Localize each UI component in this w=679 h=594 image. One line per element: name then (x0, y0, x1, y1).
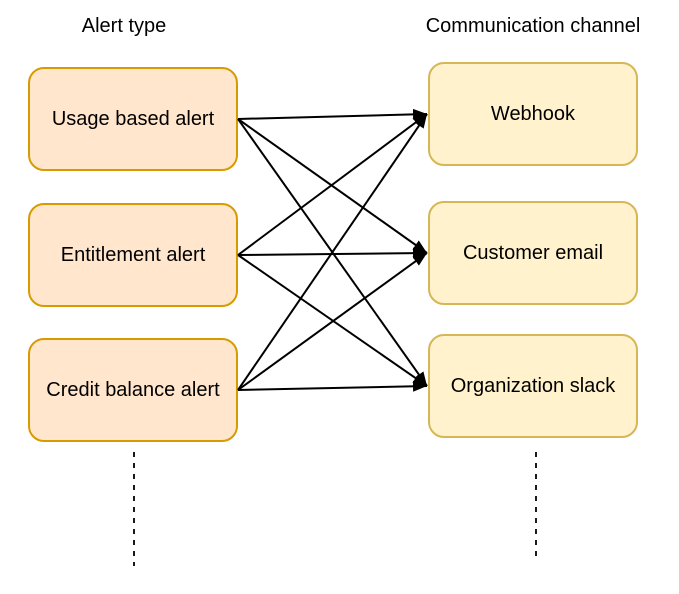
node-label: Credit balance alert (46, 378, 220, 401)
column-header-alert-type: Alert type (81, 15, 167, 37)
node-label: Usage based alert (51, 107, 215, 130)
node-organization-slack: Organization slack (428, 334, 638, 438)
node-label: Entitlement alert (60, 243, 206, 266)
node-customer-email: Customer email (428, 201, 638, 305)
node-webhook: Webhook (428, 62, 638, 166)
edge-arrow (237, 252, 428, 391)
edge-arrow (237, 108, 428, 120)
node-label: Webhook (490, 102, 576, 125)
edge-arrow (237, 254, 428, 387)
node-entitlement-alert: Entitlement alert (28, 203, 238, 307)
edge-arrow (237, 118, 428, 387)
edge-arrow (237, 247, 428, 259)
node-label: Organization slack (450, 374, 616, 397)
edge-arrow (237, 118, 428, 254)
node-usage-based-alert: Usage based alert (28, 67, 238, 171)
edge-arrow (237, 113, 428, 391)
node-credit-balance-alert: Credit balance alert (28, 338, 238, 442)
column-header-communication-channel: Communication channel (425, 15, 641, 37)
edge-arrow (237, 380, 428, 392)
edge-arrow (237, 113, 428, 256)
node-label: Customer email (462, 241, 604, 264)
